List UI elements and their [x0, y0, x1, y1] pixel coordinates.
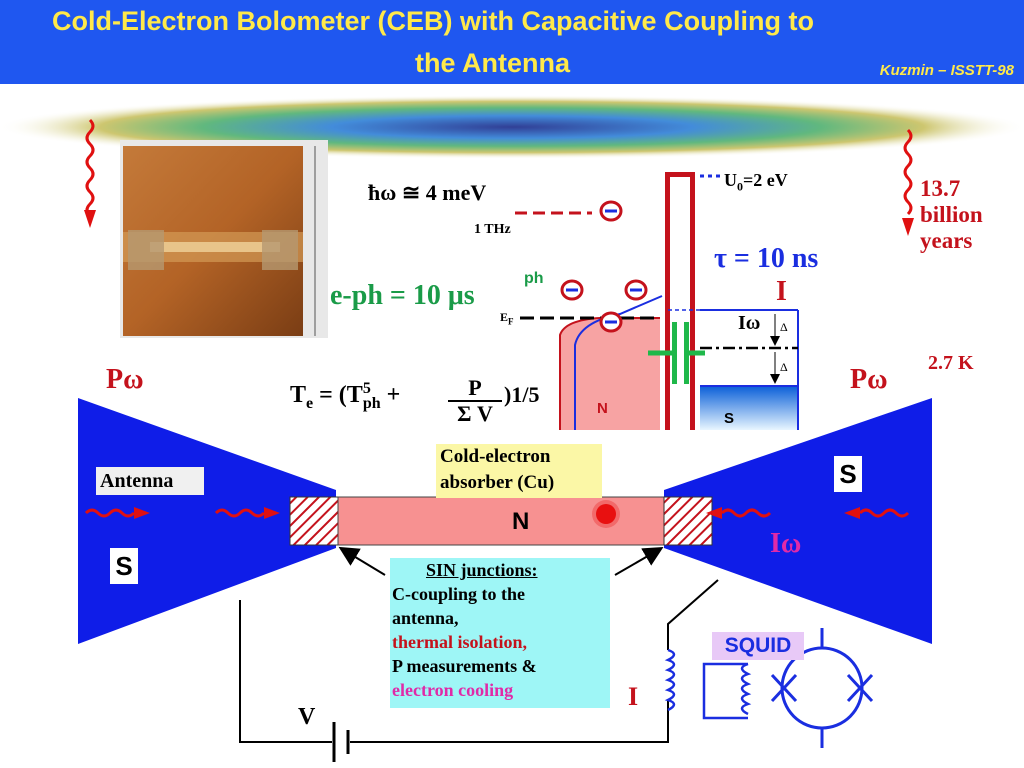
antenna-label: Antenna: [96, 467, 204, 495]
bias-voltage-label: V: [298, 704, 316, 730]
title-line-2: the Antenna: [415, 48, 570, 78]
title-line-1: Cold-Electron Bolometer (CEB) with Capac…: [52, 6, 815, 36]
photon-arrowhead-left: [84, 210, 96, 228]
eph-time-value: = 10 μs: [389, 280, 475, 311]
antenna-right-wing: [664, 398, 932, 644]
barrier-height-sub: 0: [737, 179, 743, 194]
absorber-line-1: Cold-electron: [440, 446, 551, 467]
antenna-left-wing: [78, 398, 336, 644]
absorber-callout: Cold-electron absorber (Cu): [436, 444, 602, 498]
s-region-label: S: [724, 410, 735, 427]
photon-energy-label: ħω ≅ 4 meV: [368, 180, 487, 205]
sin-line-4: P measurements &: [392, 656, 537, 676]
photon-wave-antenna-left-outer: [84, 508, 136, 518]
tunnel-barrier-right-wall: [690, 172, 695, 430]
sin-heading: SIN junctions:: [426, 560, 538, 580]
photon-wave-right-vertical: [903, 128, 913, 216]
bias-current-label: I: [628, 682, 639, 711]
universe-age-years: years: [920, 228, 973, 253]
current-label-top: I: [776, 276, 787, 307]
formula-ph-sub: ph: [362, 394, 381, 412]
n-region-label: N: [597, 400, 608, 417]
cmb-temperature-label: 2.7 K: [928, 352, 974, 374]
power-label-left: Pω: [106, 364, 144, 395]
electron-icon: [624, 279, 648, 301]
author-citation: Kuzmin – ISSTT-98: [879, 62, 1014, 79]
title-bar: Cold-Electron Bolometer (CEB) with Capac…: [0, 0, 1024, 84]
squid-label: SQUID: [712, 632, 804, 660]
tunnel-barrier-top: [665, 172, 695, 177]
photon-wave-antenna-right-inner: [720, 508, 772, 518]
i-omega-antenna-label: Iω: [770, 528, 802, 559]
hot-spot-dot: [596, 504, 616, 524]
formula-te: T: [290, 382, 307, 408]
universe-age-number: 13.7: [920, 176, 961, 201]
photon-wave-antenna-left-inner: [214, 508, 266, 518]
ph-label: ph: [524, 270, 544, 287]
sin-line-5: electron cooling: [392, 680, 514, 700]
electron-temperature-formula: Te = (T5ph +: [290, 380, 400, 413]
electron-icon: [599, 311, 623, 333]
pointer-arrow-right: [614, 546, 664, 576]
capacitor-plate-left: [672, 322, 677, 384]
formula-equals: = (T: [319, 382, 363, 408]
n-metal-region: [560, 318, 660, 430]
formula-numerator: P: [448, 376, 502, 402]
s-label-right: S: [834, 456, 862, 492]
barrier-height-value: =2 eV: [743, 170, 788, 190]
superconductor-region: [700, 386, 798, 430]
energy-band-diagram: [515, 172, 799, 430]
sin-junctions-callout: SIN junctions: C-coupling to the antenna…: [390, 558, 610, 708]
s-label-left: S: [110, 548, 138, 584]
sin-line-3: thermal isolation,: [392, 632, 527, 652]
fermi-level-sub: F: [508, 316, 514, 327]
fermi-level-label: E: [500, 310, 509, 324]
formula-exponent: )1/5: [504, 382, 540, 407]
tunneling-time-label: τ = 10 ns: [714, 243, 819, 274]
capacitor-plate-right: [684, 322, 689, 384]
power-label-right: Pω: [850, 364, 888, 395]
universe-age-unit: billion: [920, 202, 983, 227]
sin-line-2: antenna,: [392, 608, 459, 628]
device-micrograph: [120, 140, 328, 338]
formula-exp5: 5: [362, 380, 371, 397]
delta-label-upper: Δ: [780, 320, 788, 334]
delta-label-lower: Δ: [780, 360, 788, 374]
sin-junction-right: [663, 496, 713, 546]
squid-loop: [770, 628, 874, 748]
pickup-coil: [664, 648, 752, 720]
photon-wave-left-vertical: [85, 118, 95, 218]
frequency-label: 1 THz: [474, 222, 511, 237]
photon-wave-antenna-right-outer: [858, 508, 910, 518]
sin-junction-left: [289, 496, 339, 546]
eph-label: e-ph: [330, 280, 383, 311]
barrier-height-label: U: [724, 170, 737, 190]
i-omega-energy-label: Iω: [738, 312, 761, 334]
formula-plus: +: [386, 382, 401, 408]
photon-arrowhead-right: [902, 218, 914, 236]
pointer-arrow-left: [338, 546, 386, 576]
electron-icon: [560, 279, 584, 301]
formula-te-sub: e: [306, 394, 314, 412]
bias-circuit-wires: [239, 579, 719, 743]
absorber-line-2: absorber (Cu): [440, 472, 555, 493]
tunnel-barrier-left-wall: [665, 172, 670, 430]
formula-denominator: Σ V: [457, 401, 493, 426]
n-strip-label: N: [512, 508, 530, 535]
sin-line-1: C-coupling to the: [392, 584, 526, 604]
electron-icon: [599, 200, 623, 222]
